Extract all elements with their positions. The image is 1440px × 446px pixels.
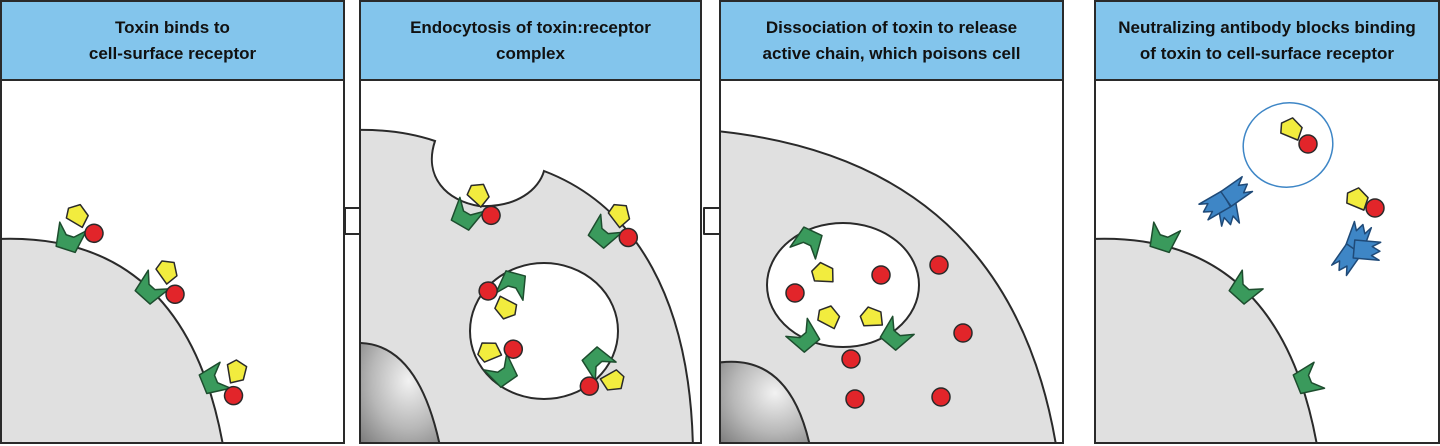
highlight-circle [1242,102,1334,188]
toxin-a-chain [1365,198,1385,218]
panel-illustration [721,130,1057,442]
panel-title: Toxin binds to cell-surface receptor [88,17,257,63]
panel-header: Dissociation of toxin to release active … [721,2,1062,81]
panel-illustration [2,81,345,442]
panel-dissociation: Dissociation of toxin to release active … [719,0,1064,444]
panel-title: Dissociation of toxin to release active … [762,17,1021,63]
nucleus [721,360,810,442]
panel-header: Toxin binds to cell-surface receptor [2,2,343,81]
nucleus [361,342,441,442]
panel-header: Endocytosis of toxin:receptor complex [361,2,700,81]
panel-title: Endocytosis of toxin:receptor complex [410,17,651,63]
panel-toxin-binding: Toxin binds to cell-surface receptor [0,0,345,444]
toxin-b-chain [1278,115,1305,142]
panel-illustration [361,128,694,442]
panel-header: Neutralizing antibody blocks binding of … [1096,2,1438,81]
cell-body [2,237,224,442]
toxin-a-chain [1298,134,1318,154]
panel-neutralizing-antibody: Neutralizing antibody blocks binding of … [1094,0,1440,444]
antibody-arm [1352,239,1382,261]
panel-title: Neutralizing antibody blocks binding of … [1118,17,1416,63]
panel-endocytosis: Endocytosis of toxin:receptor complex [359,0,702,444]
cell-body [1096,237,1318,442]
panel-illustration [1096,102,1385,442]
